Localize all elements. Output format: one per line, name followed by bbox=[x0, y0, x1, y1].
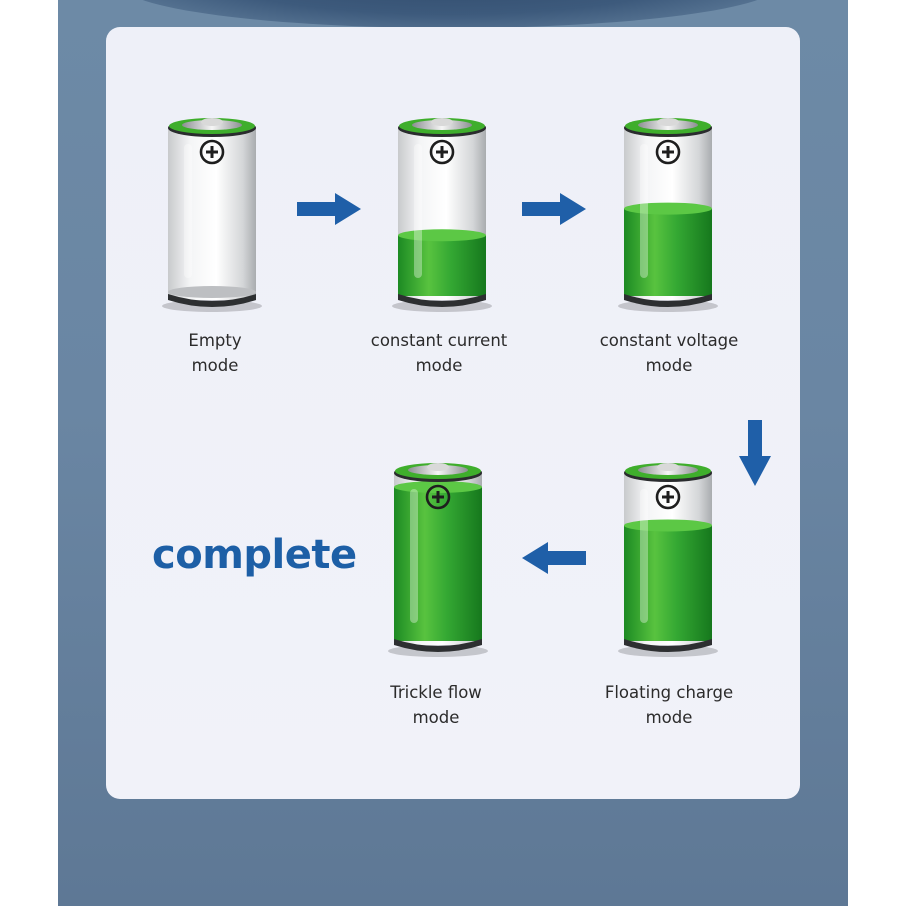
stage-label-line: mode bbox=[415, 356, 463, 375]
arrow-left-icon bbox=[522, 542, 586, 574]
arrow-right-icon bbox=[522, 193, 586, 225]
battery-base-ring bbox=[624, 639, 712, 652]
stage-label-line: mode bbox=[191, 356, 239, 375]
plus-terminal-ring bbox=[199, 139, 225, 165]
plus-terminal-v bbox=[436, 491, 440, 503]
stage-label-line: mode bbox=[645, 708, 693, 727]
battery-highlight bbox=[410, 489, 418, 623]
arrow-shape bbox=[297, 193, 361, 225]
stage-label-line: Trickle flow bbox=[390, 683, 482, 702]
plus-terminal-ring bbox=[429, 139, 455, 165]
battery-nub bbox=[427, 463, 449, 471]
battery-highlight bbox=[414, 144, 422, 278]
arrow-shape bbox=[522, 193, 586, 225]
complete-label: complete bbox=[152, 532, 357, 578]
battery-liquid bbox=[398, 235, 486, 296]
stage-label-constant-voltage: constant voltage mode bbox=[579, 328, 759, 378]
stage-label-empty: Empty mode bbox=[125, 328, 305, 378]
battery-nub bbox=[657, 463, 679, 471]
plus-terminal-v bbox=[666, 491, 670, 503]
arrow-shape bbox=[739, 420, 771, 486]
stage-label-line: Empty bbox=[188, 331, 242, 350]
battery-base-ring bbox=[394, 639, 482, 652]
stage-label-line: mode bbox=[412, 708, 460, 727]
battery-empty-base bbox=[168, 286, 256, 298]
stage-label-line: constant current bbox=[370, 331, 508, 350]
battery-liquid bbox=[394, 487, 482, 641]
battery-floating-charge-icon bbox=[618, 463, 718, 657]
arrow-right-icon bbox=[297, 193, 361, 225]
battery-highlight bbox=[640, 144, 648, 278]
plus-terminal-v bbox=[440, 146, 444, 158]
battery-liquid-surface bbox=[624, 202, 712, 215]
battery-liquid-surface bbox=[624, 519, 712, 532]
battery-base-ring bbox=[168, 294, 256, 307]
stage-label-floating-charge: Floating charge mode bbox=[579, 680, 759, 730]
battery-nub bbox=[201, 118, 223, 126]
plus-terminal-v bbox=[666, 146, 670, 158]
arrow-down-icon bbox=[739, 420, 771, 486]
battery-base-ring bbox=[624, 294, 712, 307]
battery-base-ring bbox=[398, 294, 486, 307]
battery-liquid bbox=[624, 208, 712, 296]
plus-terminal-ring bbox=[655, 484, 681, 510]
plus-terminal-ring bbox=[655, 139, 681, 165]
battery-constant-voltage-icon bbox=[618, 118, 718, 312]
battery-constant-current-icon bbox=[392, 118, 492, 312]
battery-liquid-surface bbox=[398, 229, 486, 242]
battery-liquid bbox=[624, 525, 712, 641]
plus-terminal-ring bbox=[425, 484, 451, 510]
battery-trickle-flow-icon bbox=[388, 463, 488, 657]
stage-label-trickle-flow: Trickle flow mode bbox=[346, 680, 526, 730]
battery-nub bbox=[431, 118, 453, 126]
stage-label-line: mode bbox=[645, 356, 693, 375]
battery-nub bbox=[657, 118, 679, 126]
plus-terminal-v bbox=[210, 146, 214, 158]
battery-highlight bbox=[640, 489, 648, 623]
stage-label-line: constant voltage bbox=[599, 331, 739, 350]
battery-empty-icon bbox=[162, 118, 262, 312]
arrow-shape bbox=[522, 542, 586, 574]
stage-label-constant-current: constant current mode bbox=[349, 328, 529, 378]
battery-highlight bbox=[184, 144, 192, 278]
stage-label-line: Floating charge bbox=[604, 683, 734, 702]
